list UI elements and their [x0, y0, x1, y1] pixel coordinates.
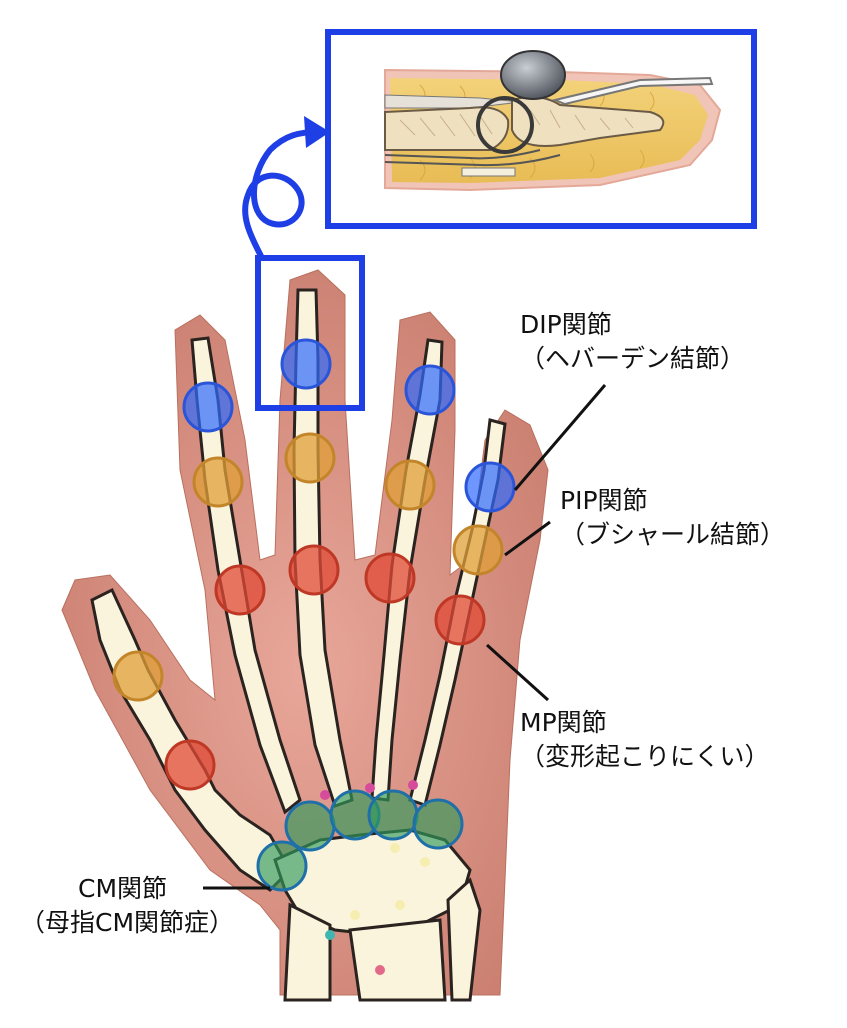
dip-joint-subtitle: （ヘバーデン結節） — [520, 344, 746, 373]
hand-bones — [90, 288, 507, 1002]
zoom-arrow — [242, 129, 321, 261]
cm-joint-subtitle: （母指CM関節症） — [20, 908, 235, 937]
pip-joint-title: PIP関節 — [560, 486, 648, 515]
dip-joint-title: DIP関節 — [520, 310, 612, 339]
dip-joint-label: DIP関節 （ヘバーデン結節） — [520, 308, 745, 376]
mp-joint-subtitle: （変形起こりにくい） — [520, 742, 770, 771]
carpal-dots — [320, 780, 430, 975]
cm-joint-title: CM関節 — [78, 874, 168, 903]
mp-joint-markers — [164, 544, 486, 791]
pip-joint-markers — [112, 432, 504, 702]
pip-joint-label: PIP関節 （ブシャール結節） — [560, 484, 785, 552]
cm-joint-label: CM関節 （母指CM関節症） — [20, 872, 234, 940]
finger-cross-section-inset — [325, 29, 757, 229]
mp-joint-title: MP関節 — [520, 708, 607, 737]
mp-joint-label: MP関節 （変形起こりにくい） — [520, 706, 770, 774]
leader-lines — [203, 384, 607, 890]
dip-joint-markers — [182, 338, 516, 513]
pip-joint-subtitle: （ブシャール結節） — [560, 520, 786, 549]
cm-joint-markers — [256, 789, 464, 892]
zoom-arrow-head — [304, 116, 330, 148]
fingertip-highlight-box — [255, 255, 365, 411]
